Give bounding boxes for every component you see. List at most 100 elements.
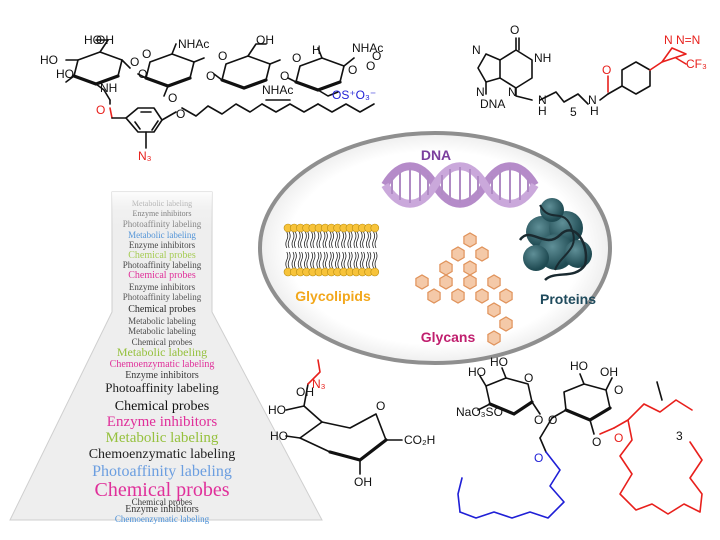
atom-label: OH xyxy=(256,33,274,47)
word-cloud-term: Chemical probes xyxy=(95,479,230,501)
glycan-hexagon xyxy=(427,288,441,304)
lipid-tail xyxy=(335,231,341,249)
lipid-tail xyxy=(322,231,328,249)
lipid-head xyxy=(370,267,380,277)
atom-label: HO xyxy=(490,355,508,369)
word-cloud-term: Chemical probes xyxy=(132,497,193,507)
lipid-tail xyxy=(353,251,359,269)
word-cloud-term: Chemical probes xyxy=(128,304,196,315)
glycan-hexagon xyxy=(463,232,477,248)
atom-label: NH xyxy=(534,51,551,65)
glycan-hexagon xyxy=(499,316,513,332)
lipid-tail xyxy=(316,231,322,249)
glycan-hexagon xyxy=(463,274,477,290)
atom-label: O xyxy=(280,69,289,83)
atom-label: HO xyxy=(270,429,288,443)
lipid-tail xyxy=(341,251,347,269)
word-cloud-term: Photoaffinity labeling xyxy=(123,260,202,270)
atom-label: N xyxy=(508,85,517,99)
atom-label: OH xyxy=(600,365,618,379)
atom-label: CO₂H xyxy=(404,433,435,447)
glycan-hexagon xyxy=(475,288,489,304)
word-cloud-term: Enzyme inhibitors xyxy=(107,414,218,430)
atom-label: O xyxy=(614,431,623,445)
atom-label: O xyxy=(592,435,601,449)
azide-label: N₃ xyxy=(312,377,326,391)
lipid-tail xyxy=(310,231,316,249)
top-left-glycolipid-probe: HO OH HO O NH O O NHAc HO O OH O NHAc O … xyxy=(40,33,383,163)
word-cloud-term: Photoaffinity labeling xyxy=(123,292,202,302)
atom-label: NHAc xyxy=(178,37,209,51)
word-cloud-term: Photoaffinity labeling xyxy=(92,463,232,480)
lipid-tail xyxy=(372,251,378,269)
atom-label: O xyxy=(372,49,381,63)
atom-label: HO xyxy=(268,403,286,417)
lipid-tail xyxy=(304,231,310,249)
glycan-hexagon xyxy=(499,288,513,304)
atom-label: O xyxy=(142,47,151,61)
lipid-tail xyxy=(335,251,341,269)
cf3-label: CF₃ xyxy=(686,57,707,71)
atom-label: HO xyxy=(570,359,588,373)
word-cloud-term: Photoaffinity labeling xyxy=(105,380,219,395)
lipid-tail xyxy=(328,231,334,249)
lipid-tail xyxy=(291,251,297,269)
lipid-tail xyxy=(297,231,303,249)
glycolipids-label: Glycolipids xyxy=(295,288,371,304)
glycan-hexagon xyxy=(487,302,501,318)
lipid-tail xyxy=(322,251,328,269)
lipid-tail xyxy=(366,251,372,269)
word-cloud-term: Enzyme inhibitors xyxy=(129,282,196,292)
lipid-tail xyxy=(285,251,291,269)
atom-label: O xyxy=(218,49,227,63)
atom-label: O xyxy=(614,383,623,397)
atom-label: N xyxy=(538,93,547,107)
lipid-tail xyxy=(372,231,378,249)
atom-label: HO xyxy=(40,53,58,67)
diazirine-label: N=N xyxy=(676,33,700,47)
atom-label: H xyxy=(590,104,599,118)
linker-index: 5 xyxy=(570,105,577,119)
proteins-label: Proteins xyxy=(540,291,596,307)
atom-label: OH xyxy=(354,475,372,489)
atom-label: O xyxy=(366,59,375,73)
top-right-dna-probe: O N NH N N N N H H N O 5 DNA N=N CF₃ xyxy=(472,23,707,119)
lipid-tail xyxy=(353,231,359,249)
atom-label: N xyxy=(664,33,673,47)
dna-helix-illustration xyxy=(381,162,539,208)
sulfate-group-label: OS⁺O₃⁻ xyxy=(332,88,376,102)
word-cloud-term: Chemical probes xyxy=(115,399,209,414)
biomolecule-panel: DNA Glycolipids Glycans Proteins xyxy=(258,131,612,365)
lipid-tail xyxy=(347,231,353,249)
word-cloud-term: Enzyme inhibitors xyxy=(125,504,199,515)
word-cloud-term: Metabolic labeling xyxy=(128,326,196,336)
bottom-right-sulfoglycolipid: HO HO O NaO₃SO O HO OH O O O O O 3 xyxy=(456,355,703,519)
glycan-hexagon xyxy=(487,274,501,290)
atom-label: O xyxy=(168,91,177,105)
atom-label: H xyxy=(538,104,547,118)
glycolipid-bilayer-illustration xyxy=(283,223,380,277)
glycan-hexagon xyxy=(451,288,465,304)
atom-label: NHAc xyxy=(262,83,293,97)
word-cloud-term: Enzyme inhibitors xyxy=(125,370,199,381)
word-cloud-term: Chemical probes xyxy=(128,250,196,261)
atom-label: O xyxy=(130,55,139,69)
atom-label: N xyxy=(476,85,485,99)
glycans-label: Glycans xyxy=(421,329,476,345)
atom-label: O xyxy=(524,371,533,385)
atom-label: NaO₃SO xyxy=(456,405,503,419)
atom-label: O xyxy=(206,69,215,83)
atom-label: O xyxy=(548,413,557,427)
word-cloud-term: Chemoenzymatic labeling xyxy=(110,359,215,370)
lipid-tail xyxy=(297,251,303,269)
lipid-tail xyxy=(291,231,297,249)
word-cloud-term: Metabolic labeling xyxy=(117,345,207,359)
lipid-tail xyxy=(285,231,291,249)
lipid-head xyxy=(370,223,380,233)
glycan-tree-illustration xyxy=(415,232,513,346)
glycan-hexagon xyxy=(463,260,477,276)
glycan-hexagon xyxy=(415,274,429,290)
atom-label: O xyxy=(376,399,385,413)
